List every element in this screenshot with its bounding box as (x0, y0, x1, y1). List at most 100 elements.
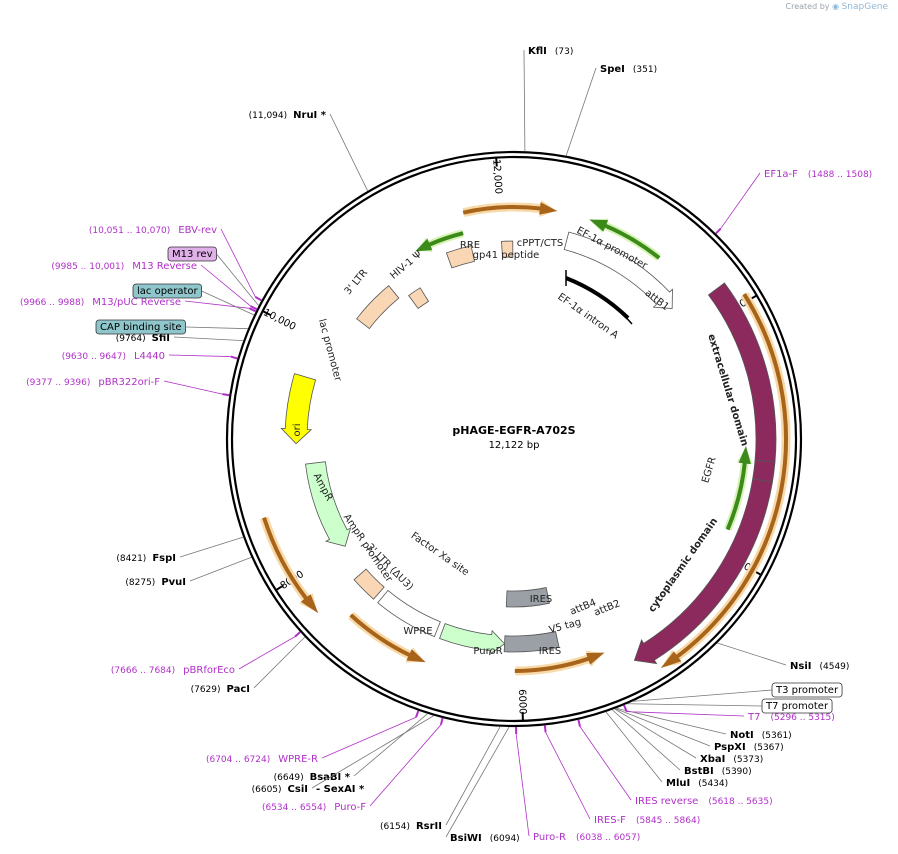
inner-feature-label: EF-1α intron A (555, 291, 620, 341)
primer-name[interactable]: Puro-R (533, 832, 566, 843)
feature-cds (752, 459, 776, 483)
site-name[interactable]: NruI * (293, 110, 327, 121)
primer-leader (626, 711, 745, 717)
boxed-label-leader (627, 703, 763, 707)
boxed-label[interactable]: T3 promoter (771, 682, 843, 698)
tick-mark (275, 584, 285, 592)
primer-name[interactable]: IRES reverse (635, 796, 698, 807)
boxed-label[interactable]: CAP binding site (95, 319, 186, 335)
site-name[interactable]: KflI (528, 46, 547, 57)
site-name[interactable]: CsiI (288, 784, 308, 795)
primer-name[interactable]: pBRforEco (183, 665, 235, 676)
inner-feature-label: IRES (539, 646, 562, 657)
site-name[interactable]: PvuI (161, 577, 186, 588)
primer-name[interactable]: T7 (747, 712, 760, 723)
inner-feature-label: PuroR (473, 646, 502, 657)
primer-name[interactable]: pBR322ori-F (98, 377, 160, 388)
feature-arcs (280, 231, 777, 665)
site-name[interactable]: XbaI (700, 754, 725, 765)
site-coord: (73) (555, 47, 573, 57)
inner-feature-label: V5 tag (548, 617, 583, 636)
primer-name[interactable]: EBV-rev (178, 225, 217, 236)
primer-coord: (9377 .. 9396) (26, 378, 90, 388)
primer-coord: (5296 .. 5315) (770, 713, 834, 723)
inner-feature-label: RRE (460, 240, 480, 251)
primer-labels: EF1a-F (1488 .. 1508) EBV-rev (10,051 .. 10… (20, 169, 872, 843)
brand-name: SnapGene (841, 2, 888, 12)
site-leader (179, 536, 244, 558)
inner-feature-label: lac promoter (316, 318, 343, 384)
snapgene-logo-icon: ◉ (832, 2, 840, 11)
feature-resist (439, 623, 506, 656)
primer-leader (369, 724, 442, 807)
orf-arc (349, 613, 426, 663)
site-name[interactable]: PspXI (714, 742, 746, 753)
snapgene-credit: Created by ◉ SnapGene (786, 2, 889, 12)
primer-name[interactable]: WPRE-R (278, 754, 318, 765)
site-leader (445, 726, 510, 838)
site-name[interactable]: NsiI (790, 661, 811, 672)
primer-tick (230, 355, 238, 360)
primer-name[interactable]: Puro-F (334, 802, 366, 813)
site-coord: (6154) (380, 822, 410, 832)
primer-leader (168, 354, 231, 357)
primer-leader (163, 380, 223, 395)
site-name[interactable]: SfiI (152, 333, 170, 344)
primer-name[interactable]: M13/pUC Reverse (92, 297, 181, 308)
site-name[interactable]: PacI (227, 684, 250, 695)
site-coord: (6649) (274, 773, 304, 783)
orf-arc (514, 652, 605, 673)
inner-feature-label: cPPT/CTS (517, 238, 563, 249)
green-arrow (415, 231, 464, 252)
boxed-label-text: T7 promoter (765, 701, 829, 712)
boxed-label-text: M13 rev (172, 249, 213, 260)
site-name[interactable]: BsiWI (450, 833, 482, 844)
inner-feature-label: Factor Xa site (409, 530, 471, 578)
site-name[interactable]: BstBI (684, 766, 714, 777)
site-name[interactable]: RsrII (416, 821, 442, 832)
backbone-outer-ring (225, 150, 803, 728)
primer-name[interactable]: IRES-F (594, 815, 626, 826)
boxed-label[interactable]: lac operator (132, 283, 202, 299)
credit-text: Created by (785, 2, 830, 11)
tick-label: 10,000 (261, 307, 297, 333)
primer-leader (579, 726, 632, 801)
plasmid-name: pHAGE-EGFR-A702S (452, 424, 575, 437)
site-leader (329, 113, 369, 192)
boxed-label-text: T3 promoter (775, 685, 839, 696)
site-coord: (8421) (116, 554, 146, 564)
site-name[interactable]: - SexAI * (316, 784, 365, 795)
site-name[interactable]: NotI (730, 730, 754, 741)
primer-name[interactable]: L4440 (134, 351, 165, 362)
primer-name[interactable]: EF1a-F (764, 169, 798, 180)
primer-leader (200, 264, 251, 307)
restriction-sites: KflI(73)SpeI(351)NruI *(11,094)SfiI(9764… (116, 46, 850, 844)
primer-coord: (6704 .. 6724) (206, 755, 270, 765)
site-leader (311, 715, 435, 789)
boxed-label[interactable]: T7 promoter (761, 698, 833, 714)
site-name[interactable]: FspI (152, 553, 176, 564)
feature-misc (505, 587, 550, 608)
primer-tick (415, 710, 420, 718)
primer-coord: (7666 .. 7684) (111, 666, 175, 676)
primer-coord: (1488 .. 1508) (808, 170, 872, 180)
feature-ltr (445, 245, 475, 269)
site-leader (353, 713, 428, 777)
site-coord: (8275) (125, 578, 155, 588)
primer-coord: (10,051 .. 10,070) (89, 226, 170, 236)
site-name[interactable]: MluI (666, 778, 690, 789)
boxed-label-leader (632, 689, 773, 702)
primer-tick (222, 393, 230, 397)
site-name[interactable]: SpeI (600, 64, 625, 75)
primer-name[interactable]: M13 Reverse (132, 261, 197, 272)
primer-coord: (5618 .. 5635) (708, 797, 772, 807)
green-arrow (589, 219, 661, 260)
site-leader (565, 67, 597, 156)
primer-tick (294, 631, 301, 638)
orf-glow (348, 611, 425, 663)
tick-mark (262, 310, 272, 317)
boxed-label[interactable]: M13 rev (167, 246, 217, 262)
feature-promoter (377, 589, 441, 638)
